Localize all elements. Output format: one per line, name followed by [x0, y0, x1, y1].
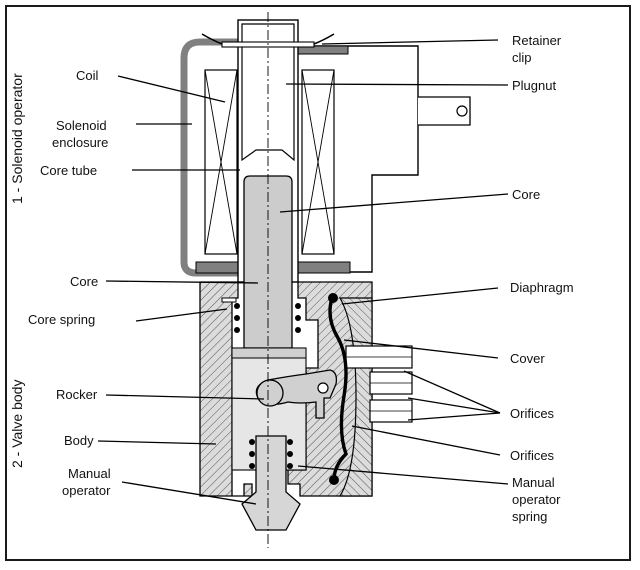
label-coil: Coil [76, 68, 99, 83]
section-valve-body: 2 - Valve body [9, 380, 25, 468]
label-diaphragm: Diaphragm [510, 280, 574, 295]
terminal-hole [456, 105, 468, 117]
core-spring-seat [221, 297, 237, 303]
label-manual-operator-spring-2: operator [512, 492, 561, 507]
label-manual-operator-spring-3: spring [512, 509, 547, 524]
diaphragm-bead-top [328, 293, 338, 303]
label-cover: Cover [510, 351, 545, 366]
solenoid-enclosure [180, 38, 238, 277]
terminal-tab [418, 96, 471, 126]
label-body: Body [64, 433, 94, 448]
core-bottom-plate [231, 347, 307, 359]
label-manual-operator-spring-1: Manual [512, 475, 555, 490]
label-manual-operator-2: operator [62, 483, 111, 498]
enclosure-bottom-plate-left [195, 261, 241, 274]
label-rocker: Rocker [56, 387, 98, 402]
orifice-ports [345, 345, 413, 423]
core [243, 175, 293, 349]
core-spring [234, 303, 301, 333]
manual-operator [241, 435, 301, 531]
valve-body-left [199, 281, 253, 497]
coil-winding-right [301, 69, 335, 255]
label-retainer-clip-1: Retainer [512, 33, 562, 48]
label-plugnut: Plugnut [512, 78, 556, 93]
rocker-pin [317, 382, 329, 394]
label-retainer-clip-2: clip [512, 50, 532, 65]
label-core-spring: Core spring [28, 312, 95, 327]
label-solenoid-enclosure-2: enclosure [52, 135, 108, 150]
label-manual-operator-1: Manual [68, 466, 111, 481]
section-solenoid-operator: 1 - Solenoid operator [9, 73, 25, 204]
leader-lines [97, 39, 509, 505]
label-core-tube: Core tube [40, 163, 97, 178]
label-orifices-2: Orifices [510, 448, 555, 463]
diaphragm-bead-bottom [329, 475, 339, 485]
label-core-right: Core [512, 187, 540, 202]
label-core-left: Core [70, 274, 98, 289]
label-orifices-1: Orifices [510, 406, 555, 421]
manual-operator-spring [249, 439, 293, 469]
enclosure-bottom-plate-right [297, 261, 351, 274]
rocker-pivot [256, 379, 284, 407]
label-solenoid-enclosure-1: Solenoid [56, 118, 107, 133]
diaphragm [328, 297, 348, 481]
coil-winding-left [204, 69, 238, 255]
